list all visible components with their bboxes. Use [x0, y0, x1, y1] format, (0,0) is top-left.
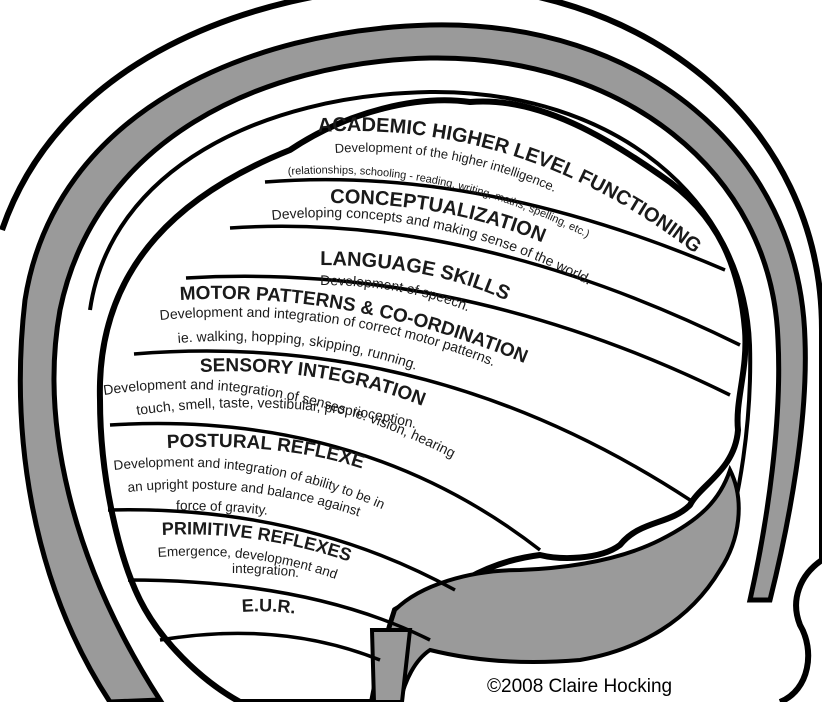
band-title: E.U.R. [241, 595, 297, 617]
band-eur: E.U.R. [241, 595, 297, 617]
copyright-notice: ©2008 Claire Hocking [487, 676, 672, 698]
